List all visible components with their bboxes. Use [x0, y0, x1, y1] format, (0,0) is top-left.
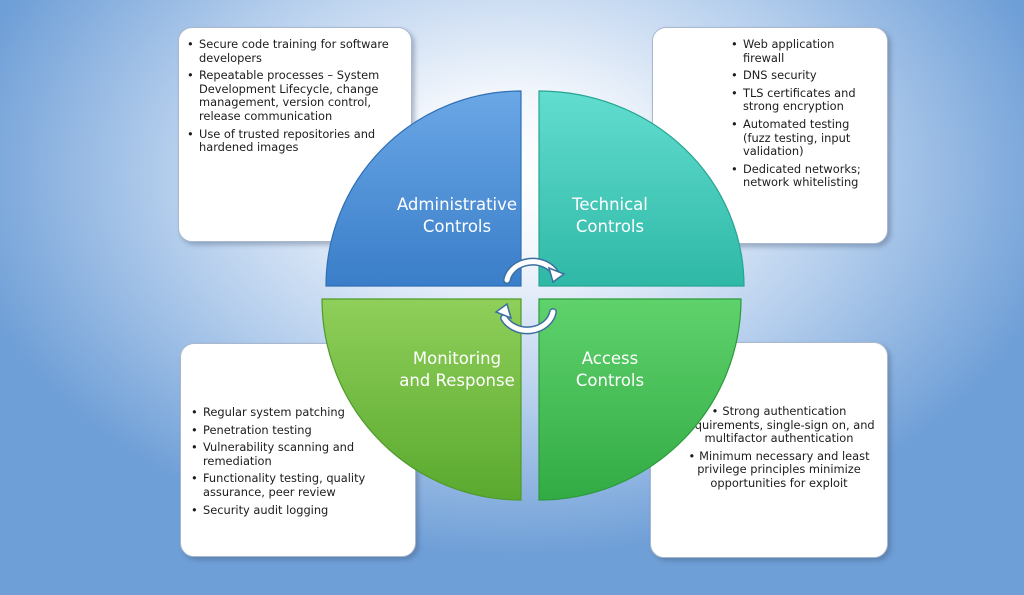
administrative-label-line2: Controls: [422, 217, 492, 236]
technical-quadrant: [538, 90, 745, 287]
list-item: Regular system patching: [189, 405, 407, 420]
list-item: Web application firewall: [729, 37, 877, 65]
access-controls-label: Access Controls: [550, 348, 670, 392]
list-item: TLS certificates and strong encryption: [729, 86, 877, 114]
monitoring-label-line1: Monitoring: [412, 349, 502, 368]
list-item: Dedicated networks; network whitelisting: [729, 162, 877, 190]
cycle-arrows-icon: [494, 257, 566, 335]
administrative-quadrant: [325, 90, 522, 287]
list-item: Penetration testing: [189, 423, 407, 438]
list-item: DNS security: [729, 69, 877, 83]
technical-label-line1: Technical: [572, 195, 648, 214]
administrative-label-line1: Administrative: [396, 195, 518, 214]
access-quadrant: [538, 298, 742, 501]
list-item: Use of trusted repositories and hardened…: [185, 127, 403, 155]
monitoring-label-line2: and Response: [399, 371, 515, 390]
technical-label-line2: Controls: [575, 217, 645, 236]
list-item: Repeatable processes – System Developmen…: [185, 68, 403, 123]
access-label-line2: Controls: [575, 371, 645, 390]
list-item: Automated testing (fuzz testing, input v…: [729, 117, 877, 159]
list-item: Vulnerability scanning and remediation: [189, 440, 407, 468]
list-item: Functionality testing, quality assurance…: [189, 472, 407, 499]
administrative-controls-label: Administrative Controls: [372, 194, 542, 238]
list-item: Secure code training for software develo…: [185, 37, 403, 65]
list-item: Security audit logging: [189, 503, 407, 518]
technical-controls-label: Technical Controls: [540, 194, 680, 238]
access-label-line1: Access: [581, 349, 639, 368]
list-item: Minimum necessary and least privilege pr…: [681, 449, 877, 491]
administrative-controls-panel: Secure code training for software develo…: [178, 27, 412, 242]
monitoring-quadrant: [321, 298, 522, 501]
list-item: Strong authentication requirements, sing…: [681, 404, 877, 446]
monitoring-response-label: Monitoring and Response: [382, 348, 532, 392]
